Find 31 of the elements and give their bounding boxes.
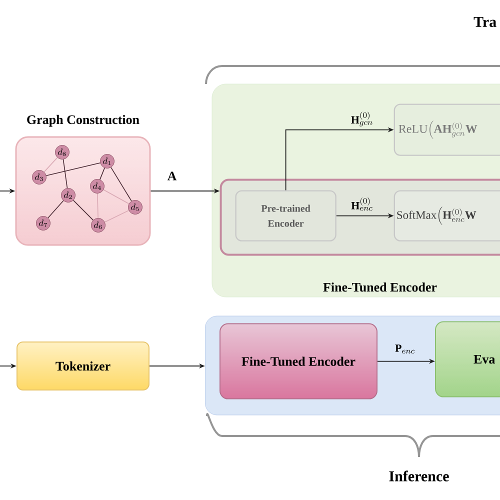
node-label: Graph Construction — [27, 114, 140, 127]
softmax-box: $\mathrm{SoftMax}\Big(\mathbf{H}^{(0)}_{enc}\mathbf{W}$ — [394, 190, 500, 242]
graph-vertex: $d_{3}$ — [32, 170, 46, 184]
graph-vertex: $d_{1}$ — [100, 154, 114, 168]
graph-vertex: $d_{7}$ — [36, 216, 50, 230]
graph-edge — [44, 157, 58, 172]
graph-edge — [103, 189, 130, 204]
edge-label: $\mathbf{A}$ — [167, 172, 177, 180]
graph-vertex: $d_{2}$ — [61, 188, 76, 202]
section-title: Inference — [389, 470, 449, 482]
tokenizer-box: Tokenizer — [16, 342, 150, 390]
graph-vertex: $d_{4}$ — [90, 179, 104, 194]
graph-edge — [46, 162, 101, 176]
relu-box: $\mathrm{ReLU}\Big(\mathbf{A}\mathbf{H}^{(0)}_{gcn}\mathbf{W}$ — [394, 104, 500, 156]
encoder-box: Fine-Tuned Encoder — [220, 323, 378, 400]
edge-label: $\mathbf{P}_{enc}$ — [395, 344, 414, 354]
graph-edge — [97, 193, 98, 218]
graph-edge — [48, 200, 64, 218]
graph-edge — [62, 158, 68, 189]
edge-label: $\mathbf{H}^{(0)}_{enc}$ — [351, 198, 372, 211]
graph-edge — [100, 168, 105, 180]
graph-edge — [72, 200, 94, 221]
evaluation-box: Eva — [435, 321, 500, 398]
encoder-box: Pre-trained Encoder — [235, 190, 336, 242]
graph-edge — [104, 210, 130, 222]
graph-vertex: $d_{8}$ — [55, 145, 70, 160]
graph-edge — [110, 167, 132, 202]
edge-label: $\mathbf{H}^{(0)}_{gcn}$ — [351, 112, 372, 126]
graph-vertex: $d_{5}$ — [128, 200, 142, 214]
graph-vertex: $d_{6}$ — [91, 218, 106, 232]
section-title: Tra — [474, 17, 496, 27]
